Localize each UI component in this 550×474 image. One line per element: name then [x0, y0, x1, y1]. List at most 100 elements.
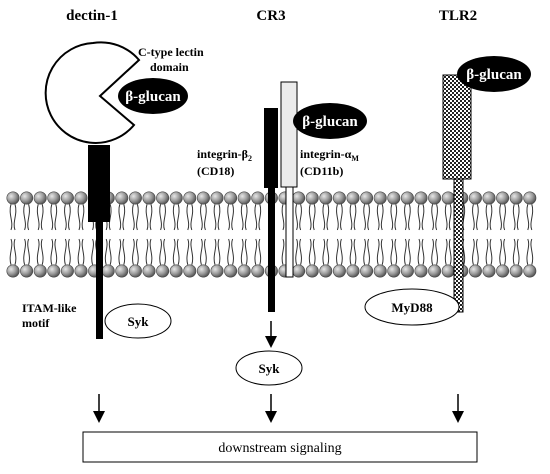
lipid-head: [115, 264, 129, 278]
lectin-domain-label-2: domain: [150, 60, 189, 74]
lipid-head: [441, 264, 455, 278]
lipid-head: [156, 264, 170, 278]
dectin1-title: dectin-1: [66, 8, 118, 24]
lipid-tail: [213, 238, 221, 265]
lipid-tail: [322, 204, 330, 231]
lipid-head: [292, 191, 306, 205]
lipid-head: [101, 264, 115, 278]
lipid-tail: [499, 204, 506, 231]
lipid-head: [305, 191, 319, 205]
dectin1-syk-label: Syk: [128, 314, 150, 329]
lipid-head: [142, 191, 156, 205]
lipid-head: [305, 264, 319, 278]
lipid-head: [387, 191, 401, 205]
lipid-tail: [390, 238, 398, 265]
lipid-tail: [172, 238, 180, 265]
tlr2-tail: [453, 178, 464, 313]
lipid-head: [360, 191, 374, 205]
lipid-tail: [444, 238, 452, 265]
lipid-head: [414, 264, 428, 278]
lipid-head: [183, 264, 197, 278]
lipid-tail: [417, 204, 425, 231]
lipid-tail: [159, 238, 166, 265]
tlr2-beta-glucan-label: β-glucan: [466, 67, 522, 83]
lipid-tail: [9, 238, 17, 265]
lipid-head: [387, 264, 401, 278]
lipid-head: [251, 264, 265, 278]
lipid-tail: [254, 238, 262, 265]
lipid-head: [142, 264, 156, 278]
lipid-tail: [376, 238, 384, 265]
lipid-tail: [404, 204, 411, 231]
tlr2-beta-glucan: [457, 56, 531, 92]
integrin-alpha-tm: [285, 186, 294, 278]
lipid-tail: [512, 204, 520, 231]
lipid-tail: [132, 238, 139, 265]
lipid-head: [400, 264, 414, 278]
lipid-tail: [472, 204, 479, 231]
lipid-head: [496, 191, 510, 205]
lipid-head: [360, 264, 374, 278]
lipid-head: [523, 191, 537, 205]
dectin1-stalk: [88, 145, 110, 222]
lipid-tail: [23, 204, 30, 231]
lipid-tail: [77, 238, 85, 265]
cr3-title: CR3: [256, 8, 285, 24]
itam-like-label-1: ITAM-like: [22, 301, 77, 315]
lipid-head: [210, 191, 224, 205]
lipid-tail: [499, 238, 506, 265]
lipid-head: [468, 191, 482, 205]
lipid-head: [332, 191, 346, 205]
lipid-tail: [50, 238, 58, 265]
cr3-beta-glucan-label: β-glucan: [302, 114, 358, 130]
lipid-tail: [322, 238, 330, 265]
lipid-head: [224, 264, 238, 278]
lipid-tail: [118, 204, 126, 231]
lipid-head: [20, 191, 34, 205]
lipid-head: [237, 264, 251, 278]
lipid-tail: [64, 204, 71, 231]
cr3-syk-label: Syk: [259, 361, 281, 376]
lipid-head: [128, 191, 142, 205]
lipid-tail: [64, 238, 71, 265]
lipid-head: [169, 191, 183, 205]
lipid-tail: [240, 238, 248, 265]
lipid-tail: [485, 204, 493, 231]
lipid-tail: [227, 204, 234, 231]
integrin-alpham-sub: M: [351, 154, 359, 163]
lipid-head: [509, 191, 523, 205]
lipid-head: [60, 191, 74, 205]
lipid-tail: [36, 238, 44, 265]
lipid-tail: [172, 204, 180, 231]
lipid-tail: [295, 238, 302, 265]
lipid-head: [468, 264, 482, 278]
lipid-head: [115, 191, 129, 205]
lipid-tail: [159, 204, 166, 231]
integrin-beta-upper: [264, 108, 278, 188]
lipid-head: [6, 191, 20, 205]
lipid-head: [428, 264, 442, 278]
lipid-tail: [431, 238, 438, 265]
c-type-lectin-domain: [44, 41, 141, 144]
integrin-alpham-text: integrin-α: [300, 147, 352, 161]
lipid-tail: [77, 204, 85, 231]
lipid-head: [319, 191, 333, 205]
integrin-beta-tail: [268, 188, 275, 312]
dectin1-beta-glucan-label: β-glucan: [125, 89, 181, 105]
cr3-beta-glucan: [293, 103, 367, 139]
dectin1-tail: [96, 222, 103, 339]
lipid-tail: [308, 238, 316, 265]
lipid-head: [33, 191, 47, 205]
lipid-tail: [349, 238, 357, 265]
tlr2-myd88-label: MyD88: [391, 300, 433, 315]
downstream-signaling-label: downstream signaling: [218, 441, 341, 456]
lipid-head: [441, 191, 455, 205]
lipid-head: [47, 264, 61, 278]
lipid-head: [74, 191, 88, 205]
tlr2-title: TLR2: [439, 8, 477, 24]
lipid-tail: [36, 204, 44, 231]
lipid-tail: [145, 238, 153, 265]
lipid-head: [47, 191, 61, 205]
lipid-head: [20, 264, 34, 278]
lipid-tail: [145, 204, 153, 231]
